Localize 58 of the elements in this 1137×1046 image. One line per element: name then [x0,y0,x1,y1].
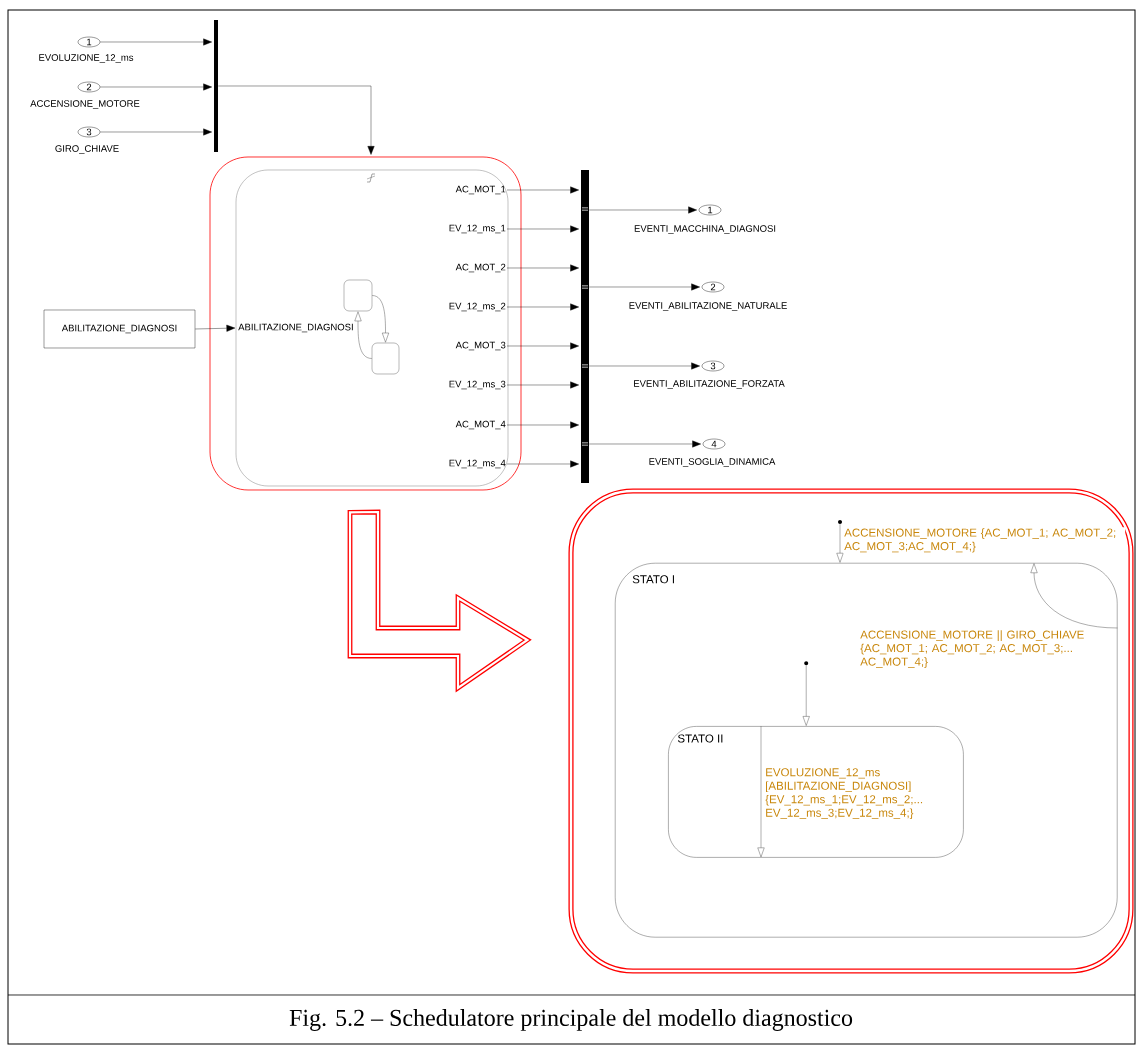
port-label: AC_MOT_3 [455,341,506,351]
outport-oval: 1 [698,204,722,216]
port-name: EVENTI_SOGLIA_DINAMICA [649,458,776,467]
signal-arrow [195,324,236,332]
port-name: ACCENSIONE_MOTORE [30,100,140,109]
transition-arrow [372,295,389,343]
signal-arrow [100,38,212,46]
port-label: ABILITAZIONE_DIAGNOSI [238,323,353,333]
signal-arrow [506,381,579,389]
port-label: EV_12_ms_4 [449,459,506,469]
constant-block: ABILITAZIONE_DIAGNOSI [43,309,196,349]
signal-arrow [589,283,700,291]
port-name: EVENTI_ABILITAZIONE_FORZATA [634,380,785,389]
signal-arrow [506,225,579,233]
transition-arrow [1030,563,1118,629]
inport-oval: 3 [77,126,101,138]
port-label: AC_MOT_4 [455,420,506,430]
state-icon [343,279,373,312]
transition-label: ACCENSIONE_MOTORE {AC_MOT_1; AC_MOT_2; AC_MOT_3;AC_MOT_4;} [843,527,1126,554]
signal-arrow [589,440,701,448]
transition-arrow [757,726,765,858]
port-label: EV_12_ms_1 [449,224,506,234]
hollow-arrow [347,509,532,693]
port-label: AC_MOT_2 [455,263,506,273]
chart-expansion-frame [568,488,1134,974]
bus-bar [214,20,218,152]
transition-arrow [836,524,844,563]
signal-arrow [589,362,700,370]
signal-arrow [589,206,697,214]
bus-bar [581,170,589,483]
port-name: EVENTI_MACCHINA_DIAGNOSI [634,225,776,234]
port-name: EVENTI_ABILITAZIONE_NATURALE [629,302,787,311]
signal-arrow [218,85,375,155]
signal-arrow [506,303,579,311]
inport-oval: 2 [77,81,101,93]
signal-arrow [506,342,579,350]
port-label: AC_MOT_1 [455,185,506,195]
port-name: GIRO_CHIAVE [55,145,119,154]
signal-arrow [506,186,579,194]
signal-arrow [506,264,579,272]
outport-oval: 4 [702,438,726,450]
transition-arrow [802,665,810,726]
inport-oval: 1 [77,36,101,48]
port-name: EVOLUZIONE_12_ms [39,54,134,63]
state-icon [371,342,400,375]
signal-arrow [506,421,579,429]
transition-label: ACCENSIONE_MOTORE || GIRO_CHIAVE {AC_MOT_1; AC_MOT_2; AC_MOT_3;... AC_MOT_4;} [859,629,1092,669]
transition-arrow [354,311,372,359]
transition-label: EVOLUZIONE_12_ms [ABILITAZIONE_DIAGNOSI] {EV_12_ms_1;EV_12_ms_2;... EV_12_ms_3;EV_12_ms_4;} [764,767,937,821]
outport-oval: 2 [701,281,725,293]
signal-arrow [100,83,212,91]
port-label: EV_12_ms_3 [449,380,506,390]
chart-block [209,156,522,491]
figure-caption: Fig. 5.2 – Schedulatore principale del modello diagnostico [289,1009,853,1031]
outport-oval: 3 [701,360,725,372]
signal-arrow [506,460,579,468]
port-label: EV_12_ms_2 [449,302,506,312]
signal-arrow [100,128,212,136]
